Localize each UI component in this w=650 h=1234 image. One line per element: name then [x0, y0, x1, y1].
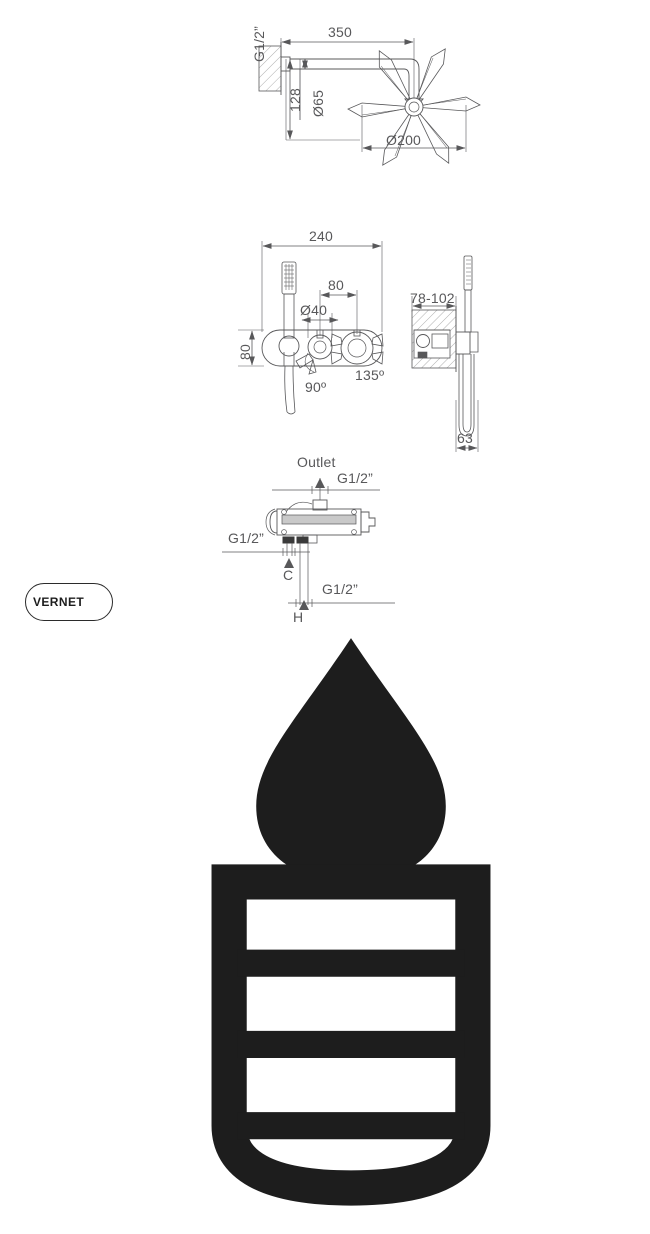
mixer-handle	[330, 329, 384, 365]
label-arm-projection: 350	[328, 24, 352, 40]
label-mixer-angle: 135º	[355, 367, 385, 383]
label-hot-mark: H	[293, 609, 304, 625]
label-head-diameter: Ø200	[386, 132, 422, 148]
label-plate-height: 80	[237, 344, 253, 360]
hand-shower-wand-side	[458, 255, 479, 437]
diverter-handle	[295, 329, 333, 375]
drawing-canvas	[222, 38, 481, 610]
label-cold-mark: C	[283, 567, 294, 583]
label-wall-to-head-drop: 128	[287, 88, 303, 112]
label-section-projection: 63	[457, 430, 473, 446]
overhead-shower-view	[258, 38, 481, 170]
label-inlet-thread-top: G1/2”	[251, 25, 267, 62]
label-cold-thread: G1/2”	[228, 530, 265, 546]
valve-body-view	[222, 478, 395, 610]
mixer-front-view	[238, 241, 384, 415]
vernet-logo: VERNET	[25, 583, 491, 1206]
label-outlet: Outlet	[297, 454, 336, 470]
label-plate-width: 240	[309, 228, 333, 244]
cartridge-icon	[211, 638, 491, 1206]
label-hot-thread: G1/2”	[322, 581, 359, 597]
technical-drawing-sheet: G1/2” 350 128 Ø65 Ø200 240 80 Ø40 80 90º…	[25, 24, 491, 1206]
label-outlet-thread: G1/2”	[337, 470, 374, 486]
mixer-section-view	[411, 255, 479, 452]
label-wall-depth-range: 78-102	[410, 290, 455, 306]
label-diverter-angle: 90º	[305, 379, 327, 395]
label-handle-diameter: Ø40	[300, 302, 328, 318]
label-arm-diameter: Ø65	[310, 89, 326, 117]
vernet-brand-text: VERNET	[33, 595, 85, 609]
label-handle-spacing: 80	[328, 277, 344, 293]
hand-shower-wand-front	[278, 261, 300, 415]
